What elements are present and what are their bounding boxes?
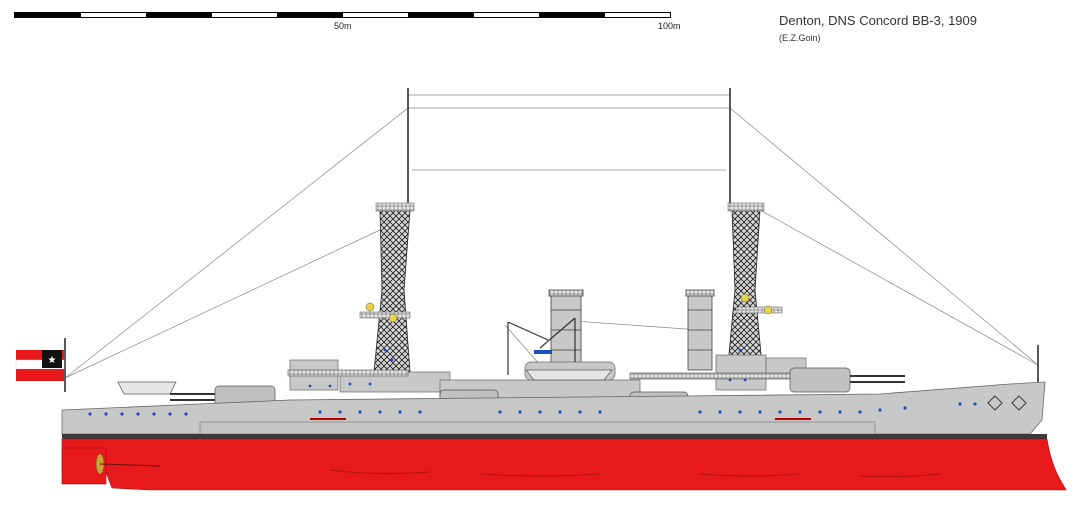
drawing-title: Denton, DNS Concord BB-3, 1909 xyxy=(779,13,977,28)
belt-armor xyxy=(199,421,876,435)
scale-segment xyxy=(80,13,146,17)
hull-lower xyxy=(61,438,1067,491)
mast-poles xyxy=(64,88,1039,392)
scale-bar xyxy=(14,12,671,18)
drawing-author: (E.Z.Goin) xyxy=(779,33,821,43)
crane-fitting xyxy=(534,350,552,354)
scale-segment xyxy=(15,13,81,17)
aft-cage-mast xyxy=(727,202,783,366)
boot-topping xyxy=(62,434,1047,439)
portholes xyxy=(88,348,977,416)
casemate-guns xyxy=(310,418,811,420)
svg-text:★: ★ xyxy=(48,355,57,366)
scale-label-100m: 100m xyxy=(658,21,681,31)
scale-segment xyxy=(539,13,605,17)
scale-segment xyxy=(408,13,474,17)
scale-segment xyxy=(342,13,408,17)
forward-cage-mast xyxy=(359,202,415,373)
national-ensign-icon: ★ xyxy=(15,350,65,381)
rigging-lines xyxy=(64,94,1039,379)
hull-shading xyxy=(329,469,941,478)
scale-segment xyxy=(604,13,670,17)
scale-segment xyxy=(146,13,212,17)
scale-segment xyxy=(277,13,343,17)
scale-label-50m: 50m xyxy=(334,21,352,31)
anchor-icon xyxy=(987,395,1027,411)
scale-segment xyxy=(473,13,539,17)
funnels xyxy=(548,289,715,371)
propeller-icon xyxy=(95,453,161,475)
scale-segment xyxy=(211,13,277,17)
